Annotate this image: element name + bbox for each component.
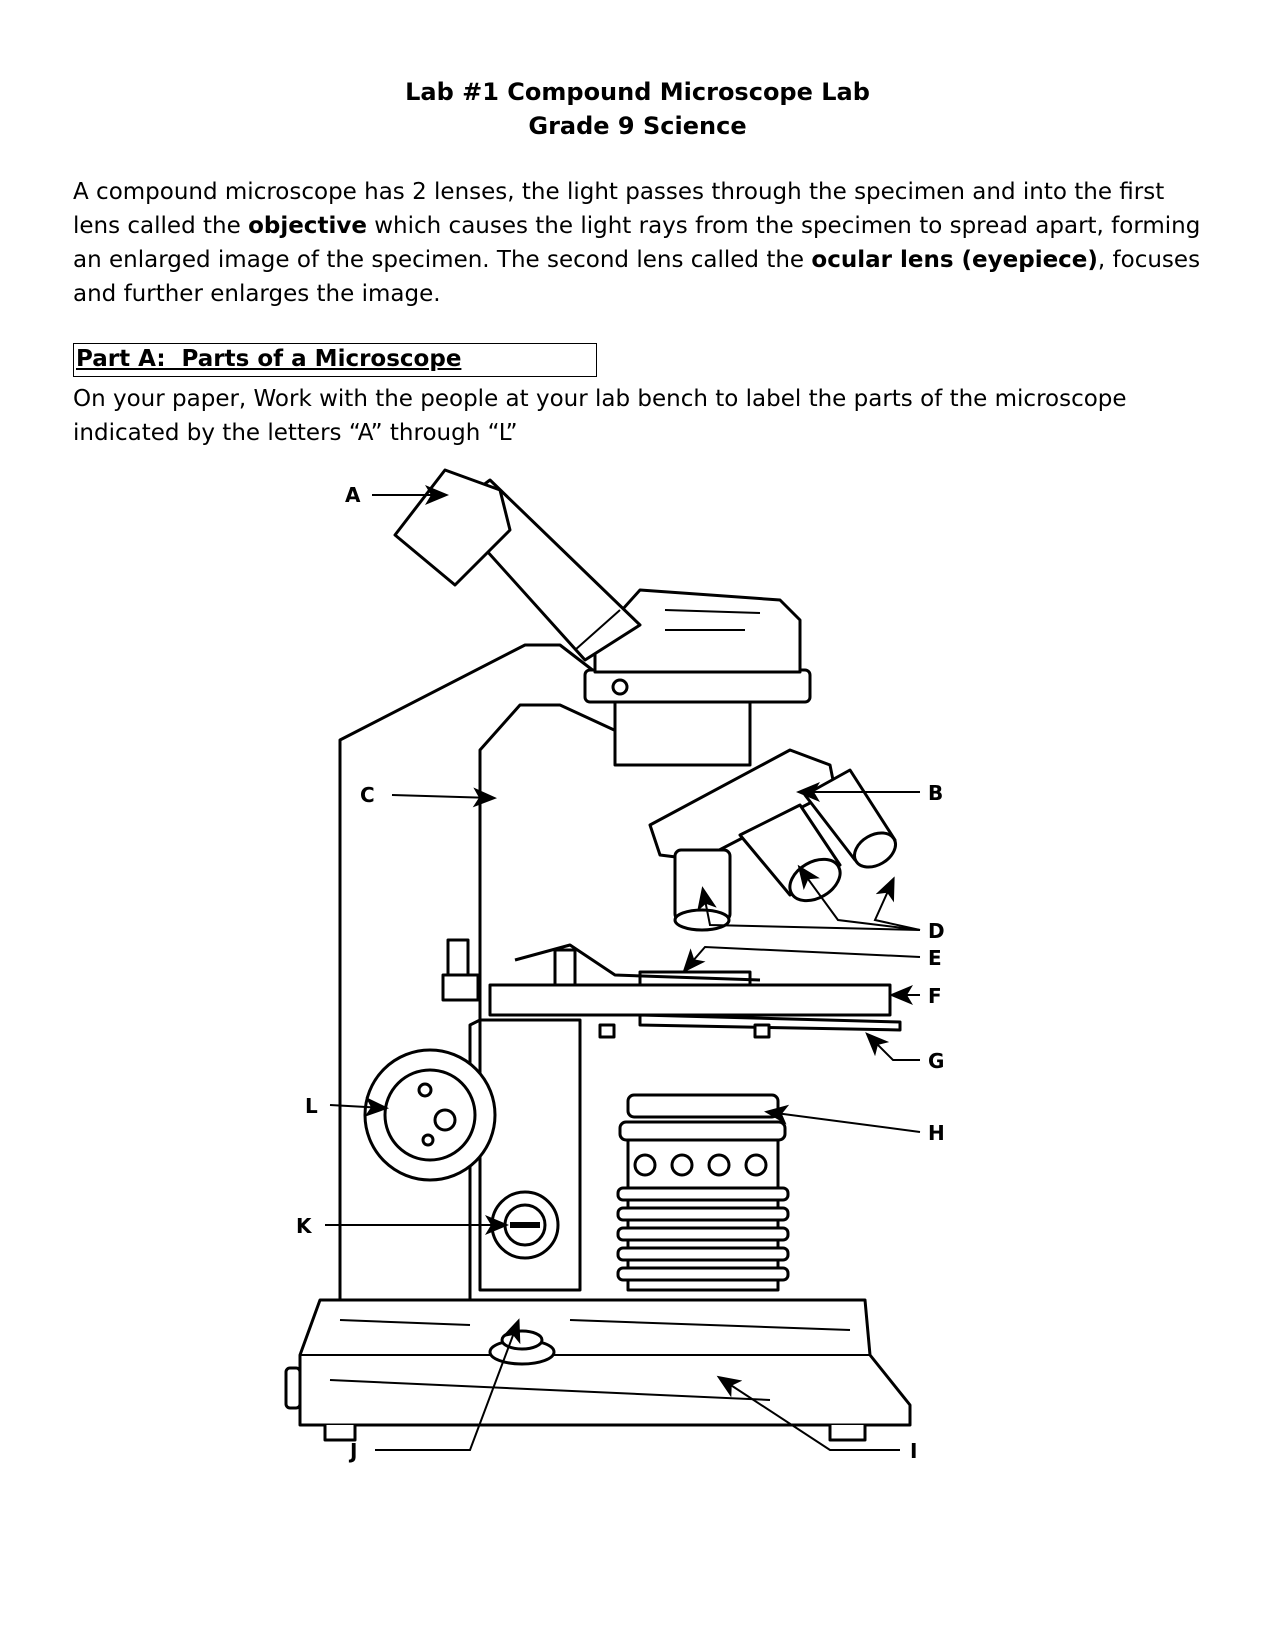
label-g: G bbox=[928, 1049, 944, 1073]
part-a-heading: Part A: Parts of a Microscope bbox=[76, 346, 461, 372]
microscope-base bbox=[300, 1300, 910, 1425]
label-e: E bbox=[928, 946, 942, 970]
intro-paragraph: A compound microscope has 2 lenses, the … bbox=[73, 175, 1203, 311]
label-f: F bbox=[928, 984, 942, 1008]
eyepiece bbox=[395, 470, 510, 585]
page-title: Lab #1 Compound Microscope Lab bbox=[0, 78, 1275, 106]
page-subtitle: Grade 9 Science bbox=[0, 112, 1275, 140]
label-d: D bbox=[928, 919, 945, 943]
label-l: L bbox=[305, 1094, 318, 1118]
microscope-diagram: A B C D E F G H I J K L bbox=[0, 450, 1275, 1650]
illuminator bbox=[618, 1095, 788, 1290]
label-i: I bbox=[910, 1439, 917, 1463]
label-h: H bbox=[928, 1121, 945, 1145]
label-k: K bbox=[296, 1214, 313, 1238]
part-a-instructions: On your paper, Work with the people at y… bbox=[73, 382, 1223, 450]
label-a: A bbox=[345, 483, 361, 507]
label-j: J bbox=[348, 1439, 357, 1463]
part-a-heading-box: Part A: Parts of a Microscope bbox=[73, 343, 597, 377]
label-b: B bbox=[928, 781, 943, 805]
term-objective: objective bbox=[248, 213, 367, 239]
stage bbox=[490, 985, 890, 1015]
label-c: C bbox=[360, 783, 375, 807]
term-ocular-lens: ocular lens (eyepiece) bbox=[811, 247, 1098, 273]
